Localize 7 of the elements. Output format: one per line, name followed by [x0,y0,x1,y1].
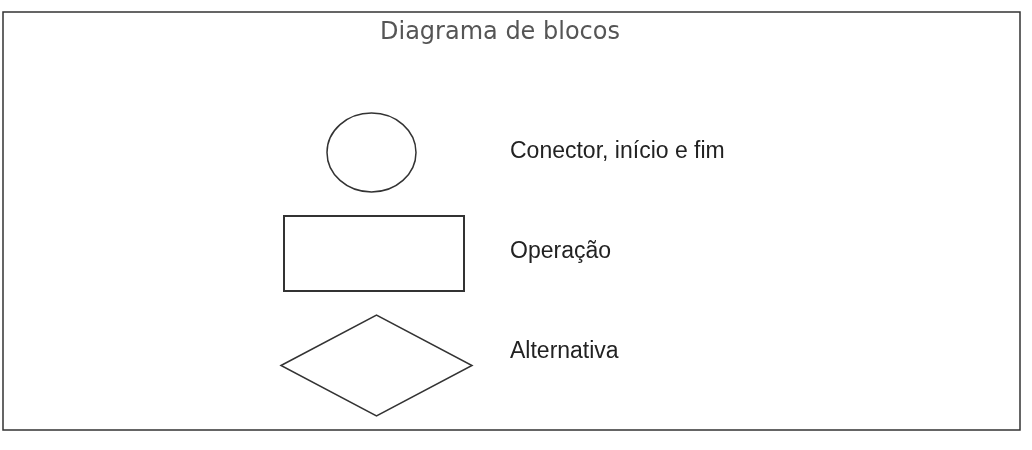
connector-ellipse [326,112,417,193]
shape-description: Conector, início e fim [510,136,725,165]
shape-description: Alternativa [510,336,619,365]
diagram-title: Diagrama de blocos [379,17,621,45]
process-box [283,215,465,292]
shape-description: Operação [510,236,611,265]
decision-diamond [280,314,473,417]
